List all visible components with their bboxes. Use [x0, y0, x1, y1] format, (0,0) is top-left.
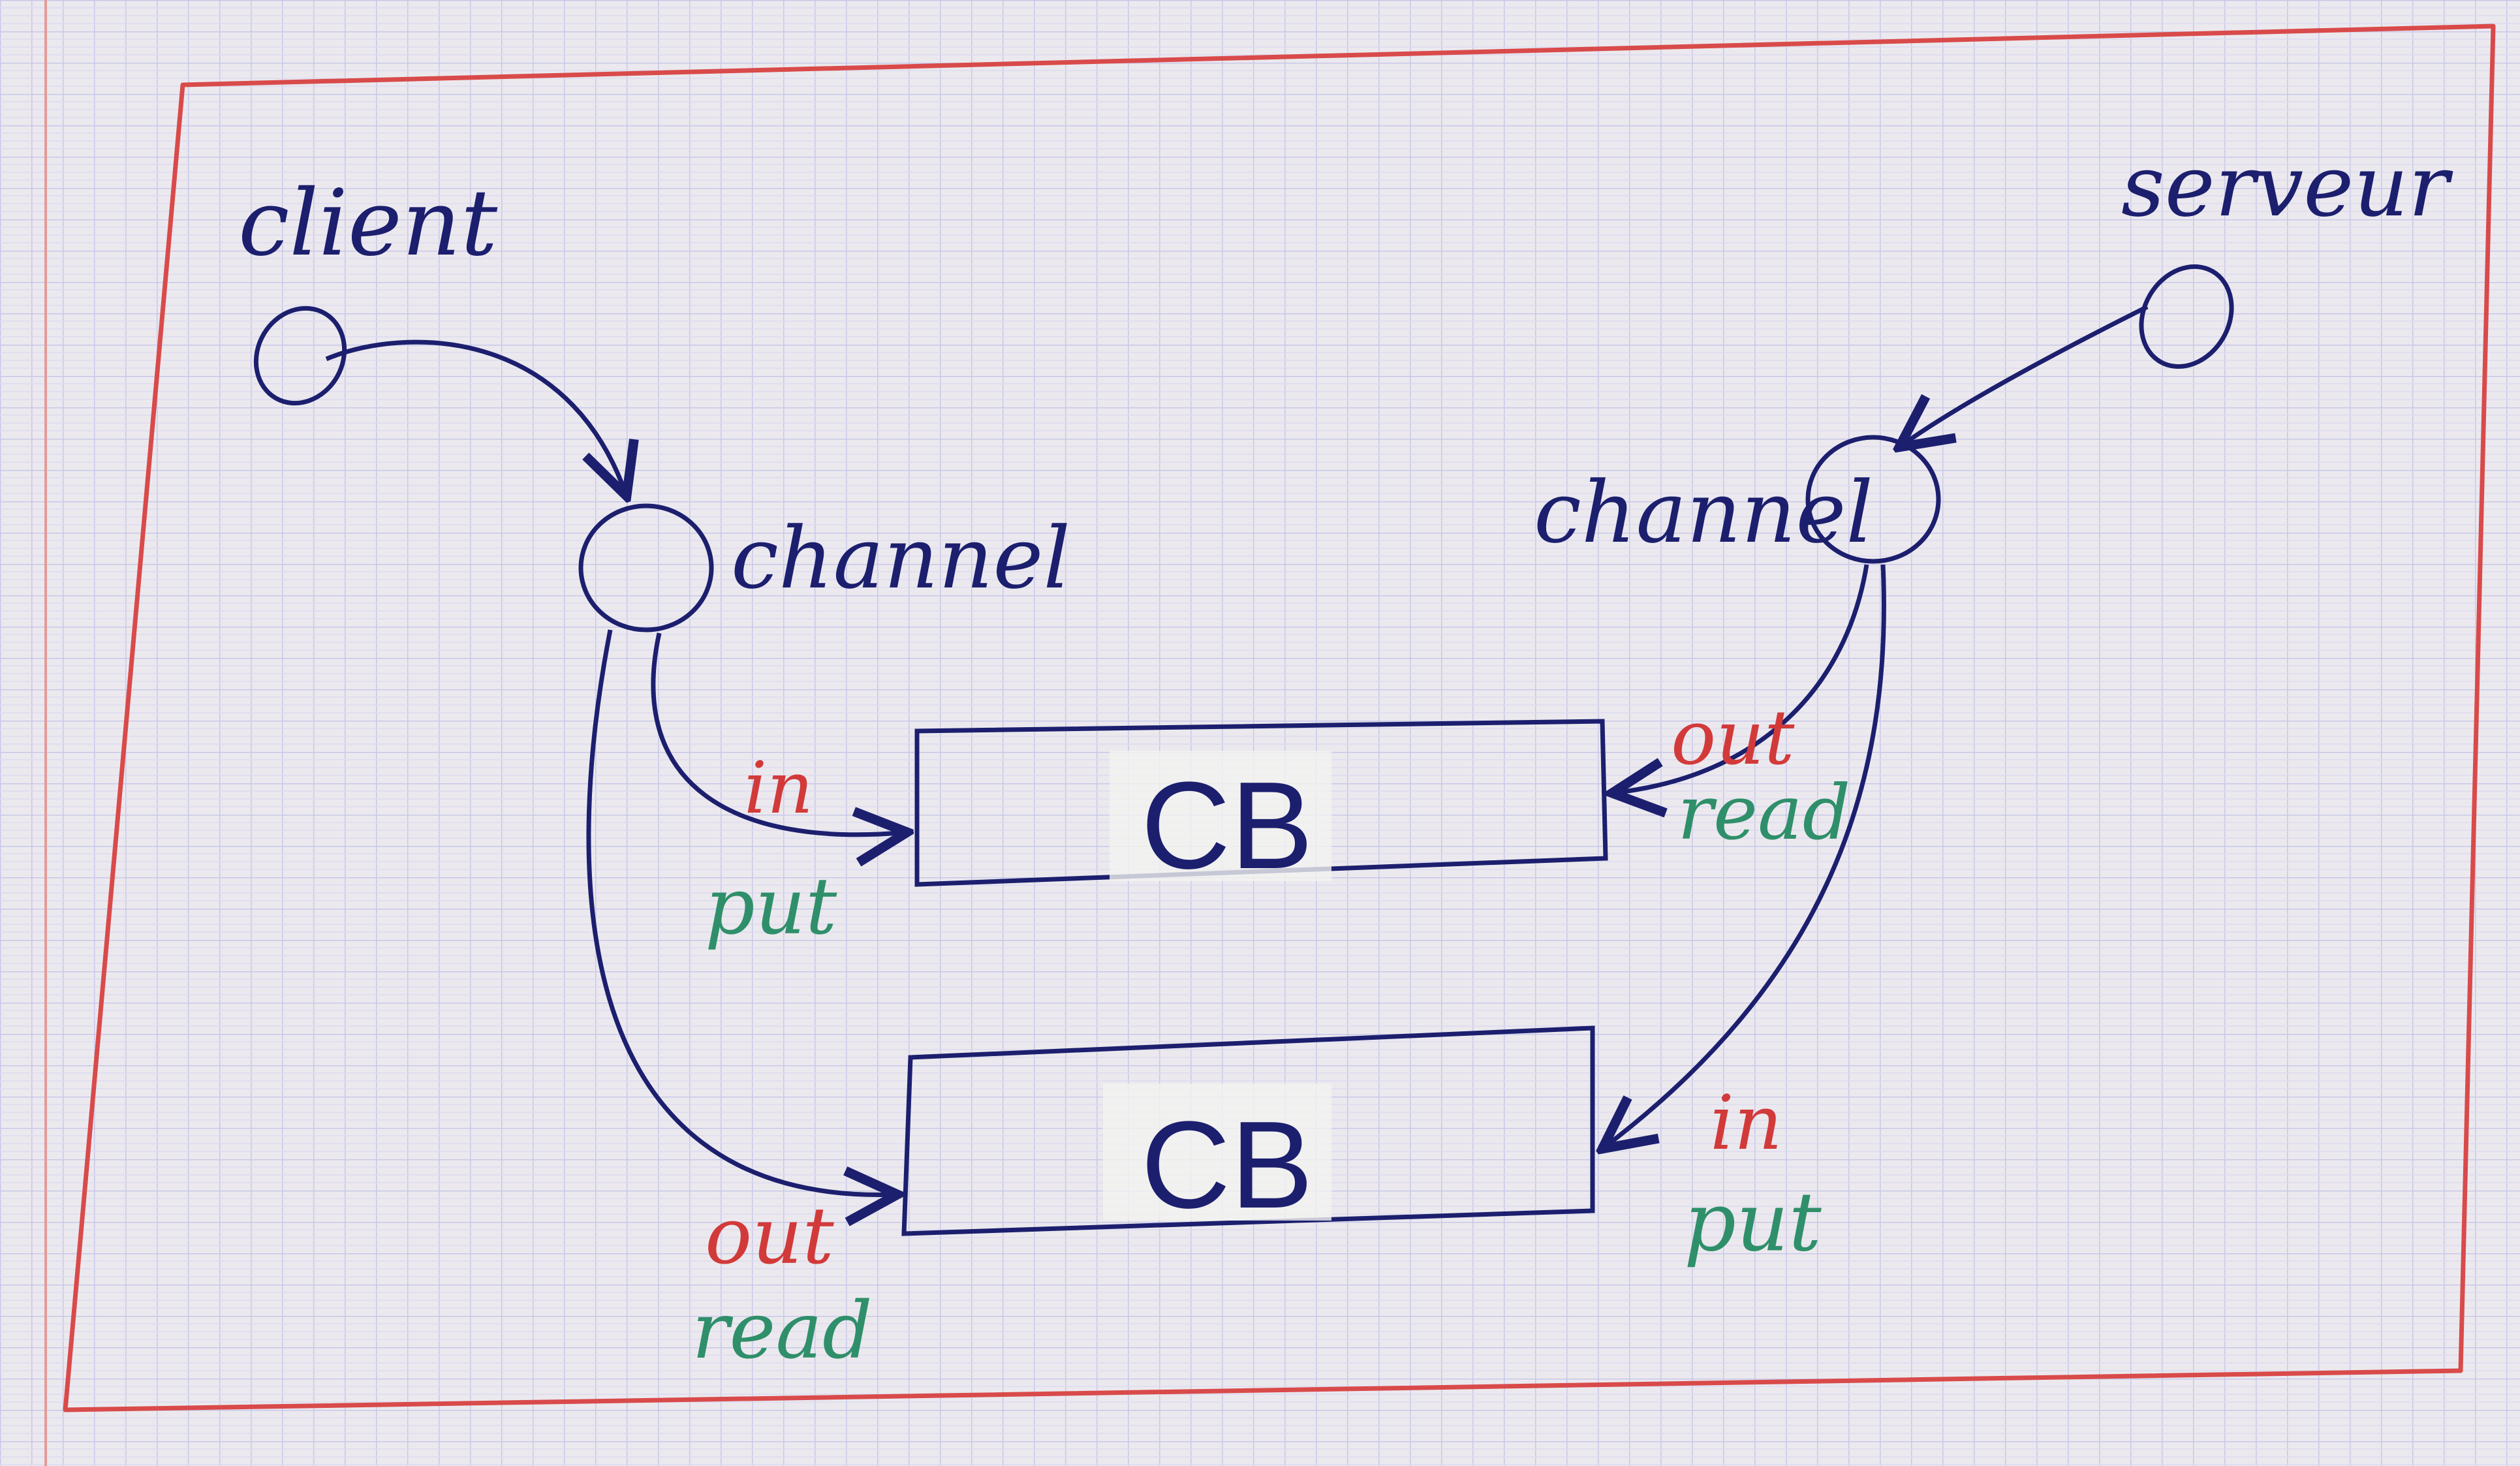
channel-left-node: [578, 503, 714, 632]
channel-left-label: channel: [731, 508, 1070, 608]
client-label: client: [238, 170, 498, 277]
red-frame: [63, 23, 2496, 1412]
cb-bottom-label: CB: [1141, 1096, 1313, 1234]
serveur-label: serveur: [2121, 136, 2453, 236]
arrow-serveur-to-channel: [1899, 304, 2149, 447]
right-read-label: read: [1677, 770, 1850, 857]
arrow-client-to-channel: [325, 339, 627, 496]
cb-bottom-box: [901, 1025, 1595, 1236]
left-read-label: read: [692, 1286, 873, 1377]
cb-bottom-label-backing: [1103, 1084, 1331, 1221]
arrow-channel-right-to-cb-top: [1612, 564, 1869, 793]
right-out-label: out: [1671, 694, 1795, 782]
left-in-label: in: [744, 746, 813, 830]
arrow-channel-left-to-cb-bottom: [586, 629, 897, 1195]
channel-right-label: channel: [1534, 463, 1873, 562]
cb-top-label-backing: [1110, 751, 1331, 881]
left-put-label: put: [705, 862, 837, 952]
arrow-channel-left-to-cb-top: [651, 632, 907, 835]
left-out-label: out: [705, 1191, 835, 1282]
channel-right-node: [1805, 435, 1941, 564]
arrow-channel-right-to-cb-bottom: [1602, 564, 1886, 1149]
cb-top-box: [914, 719, 1608, 887]
client-node: [253, 305, 347, 406]
serveur-node: [2139, 264, 2234, 369]
right-put-label: put: [1684, 1175, 1822, 1270]
cb-top-label: CB: [1141, 756, 1313, 895]
right-in-label: in: [1710, 1080, 1782, 1167]
